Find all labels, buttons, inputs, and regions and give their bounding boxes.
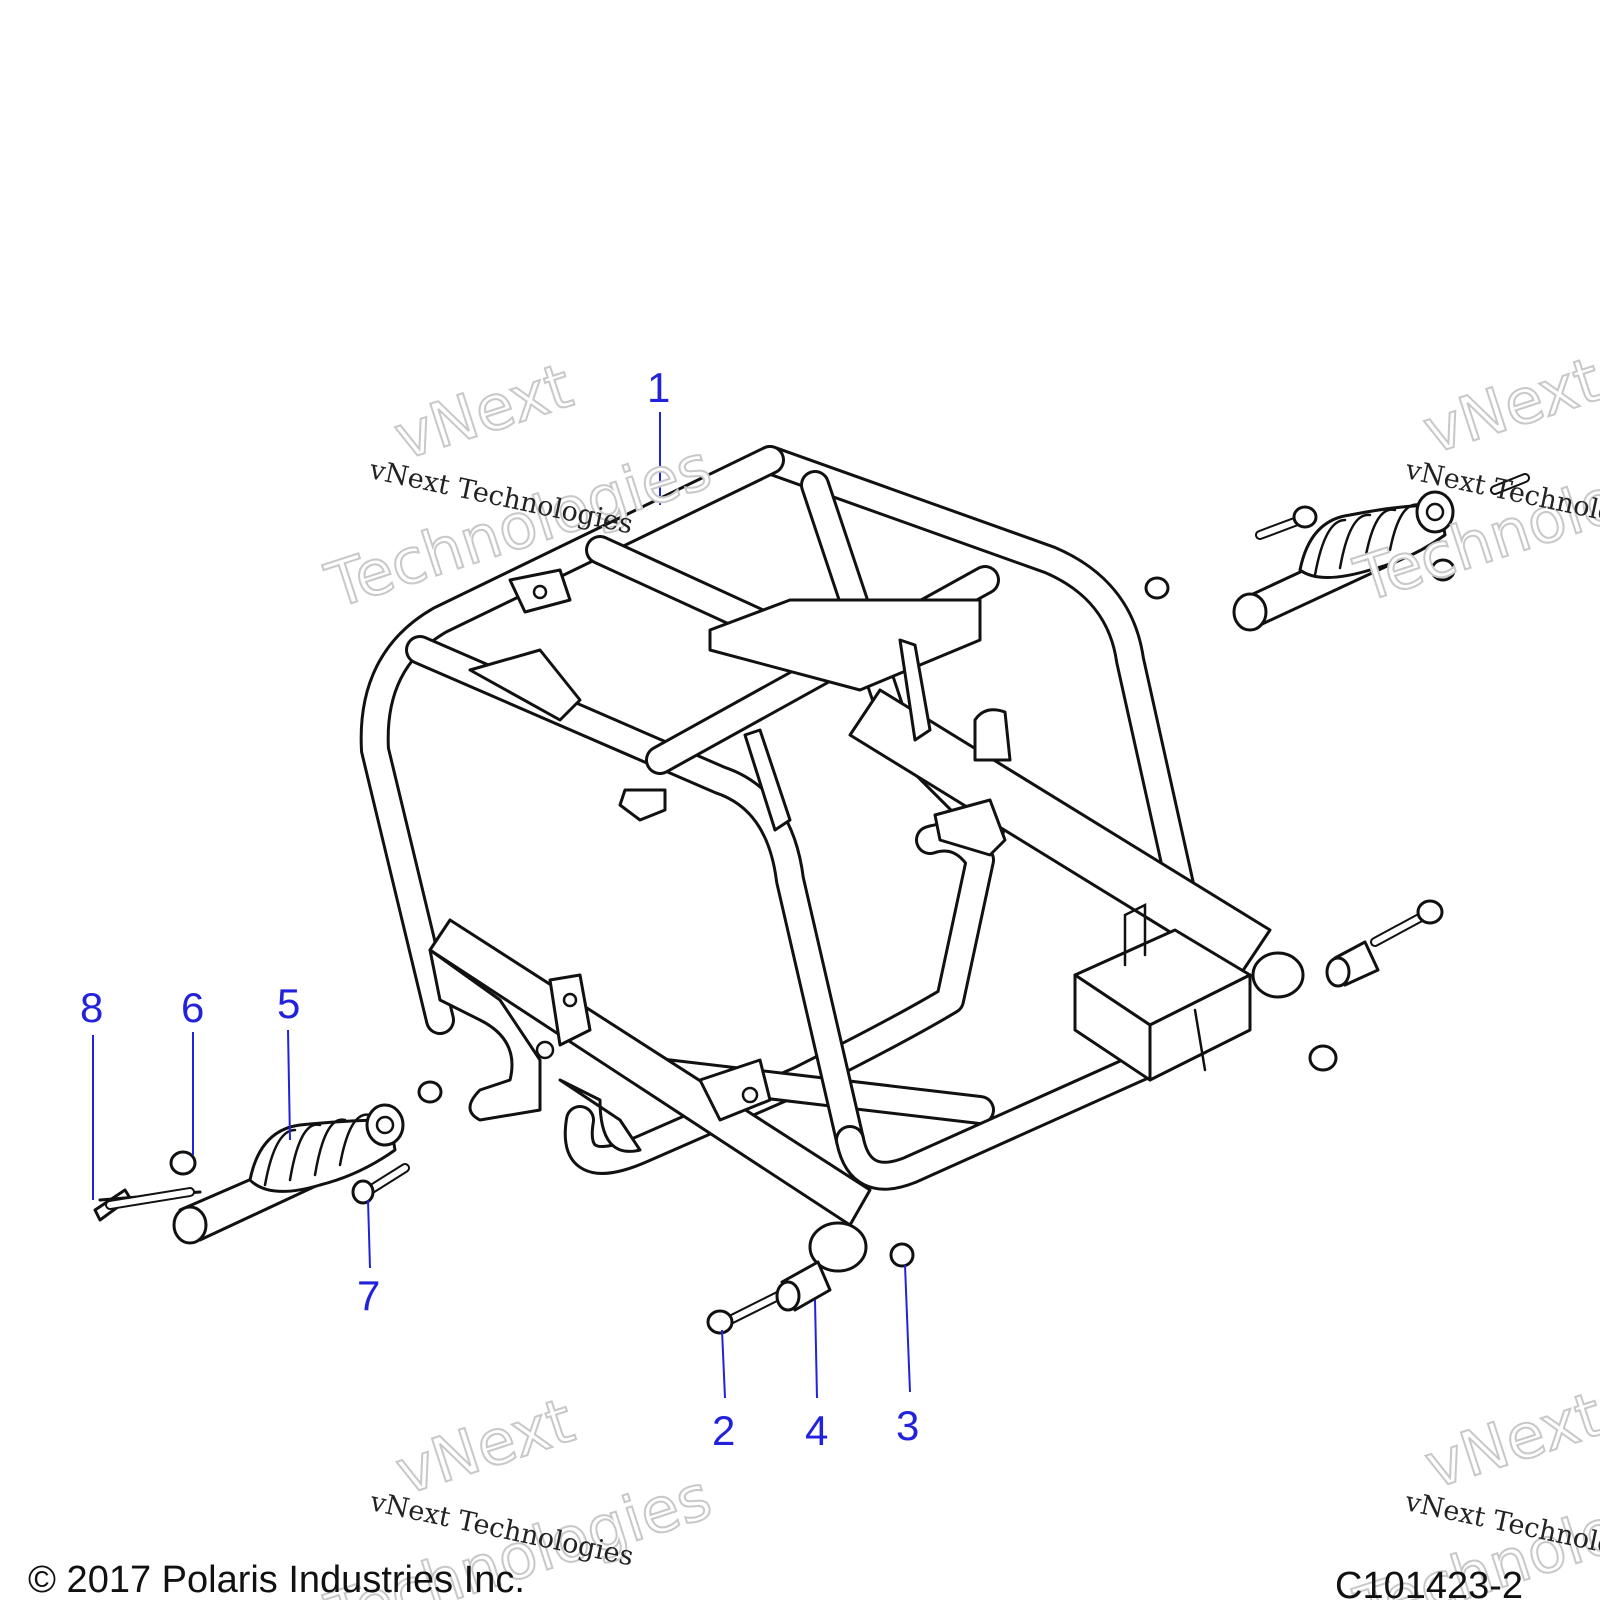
callout-3: 3 (896, 1264, 919, 1449)
callout-8: 8 (80, 984, 103, 1200)
battery-holder (1073, 902, 1252, 1082)
callout-1: 1 (647, 364, 670, 505)
svg-text:vNext: vNext (386, 349, 581, 474)
callout-2: 2 (712, 1329, 735, 1454)
watermark-bottom-right: vNext Technologies (1345, 1376, 1600, 1600)
callout-5: 5 (277, 980, 300, 1141)
front-hoop (359, 445, 1215, 1191)
bolts (93, 473, 1530, 1335)
drawing-number: C101423-2 (1335, 1565, 1523, 1600)
callout-label-8: 8 (80, 984, 103, 1031)
left-lower-rail (428, 918, 872, 1273)
copyright-text: © 2017 Polaris Industries Inc. (28, 1559, 525, 1600)
callout-label-1: 1 (647, 364, 670, 411)
callout-label-2: 2 (712, 1407, 735, 1454)
callout-label-5: 5 (277, 980, 300, 1027)
nut-left (169, 558, 1456, 1176)
nut-front (889, 1242, 915, 1268)
callout-4: 4 (805, 1299, 828, 1454)
svg-text:vNext: vNext (1415, 343, 1600, 468)
right-lower-rail (848, 688, 1305, 999)
spacers (775, 940, 1380, 1312)
callout-label-3: 3 (896, 1402, 919, 1449)
callout-6: 6 (181, 984, 204, 1155)
callout-label-6: 6 (181, 984, 204, 1031)
callout-label-7: 7 (357, 1272, 380, 1319)
callout-label-4: 4 (805, 1407, 828, 1454)
svg-text:vNext: vNext (1416, 1377, 1600, 1502)
frame-assembly (359, 445, 1305, 1273)
center-brackets (468, 598, 1007, 857)
shock-absorber-right (1232, 490, 1455, 632)
shock-absorber-left (172, 1103, 405, 1245)
callout-7: 7 (357, 1199, 380, 1319)
svg-text:vNext: vNext (387, 1384, 582, 1509)
